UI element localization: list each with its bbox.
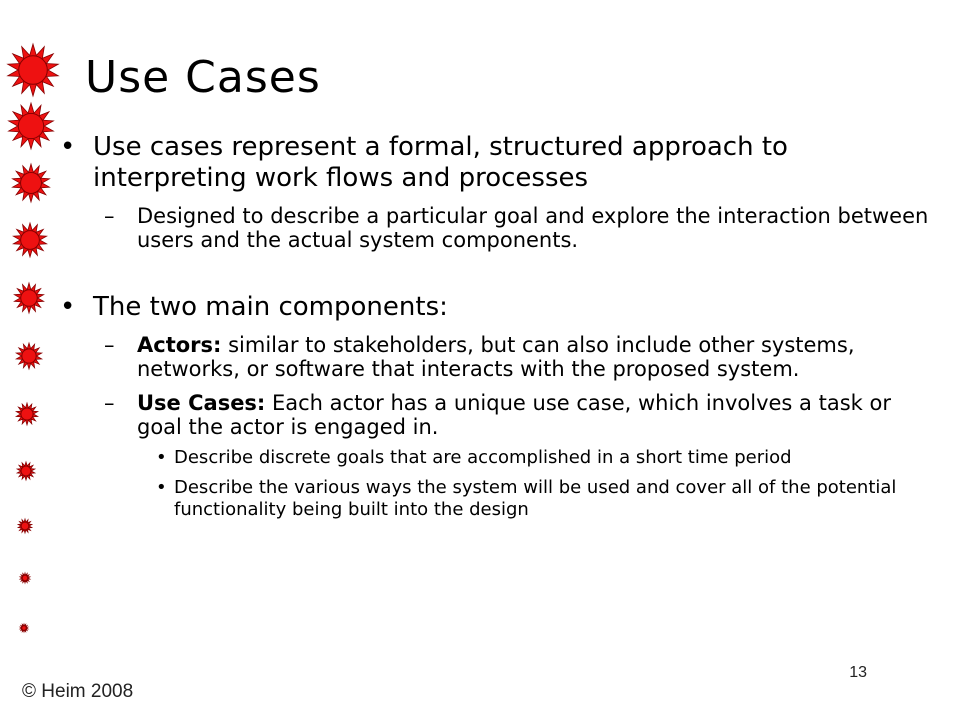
decorative-sun-column xyxy=(6,42,60,634)
term-use-cases: Use Cases: xyxy=(137,391,266,415)
dot-marker: • xyxy=(156,447,167,468)
sun-icon xyxy=(13,281,45,315)
sub-bullet-item: – Designed to describe a particular goal… xyxy=(60,204,940,252)
sub-bullet-item: – Use Cases: Each actor has a unique use… xyxy=(60,391,940,439)
slide-title: Use Cases xyxy=(85,52,321,103)
bullet-marker: • xyxy=(60,132,76,162)
bullet-text: The two main components: xyxy=(93,292,448,322)
sub-sub-bullet-text: Describe discrete goals that are accompl… xyxy=(174,447,792,468)
sub-bullet-text: Designed to describe a particular goal a… xyxy=(137,204,929,252)
sun-icon xyxy=(18,571,32,585)
sun-icon xyxy=(16,517,34,535)
bullet-item: • Use cases represent a formal, structur… xyxy=(60,132,940,194)
sun-icon xyxy=(14,401,40,427)
term-actors: Actors: xyxy=(137,333,222,357)
dot-marker: • xyxy=(156,477,167,498)
sub-bullet-item: – Actors: similar to stakeholders, but c… xyxy=(60,333,940,381)
sun-icon xyxy=(7,101,55,151)
footer-copyright: © Heim 2008 xyxy=(22,681,134,702)
sub-bullet-text: similar to stakeholders, but can also in… xyxy=(137,333,855,381)
sub-sub-bullet-text: Describe the various ways the system wil… xyxy=(174,477,897,520)
sun-icon xyxy=(18,622,30,634)
bullet-item: • The two main components: xyxy=(60,292,940,323)
dash-marker: – xyxy=(104,391,115,415)
sun-icon xyxy=(12,221,48,259)
bullet-text: Use cases represent a formal, structured… xyxy=(93,132,788,193)
sun-icon xyxy=(14,341,44,371)
page-number: 13 xyxy=(849,664,867,681)
bullet-marker: • xyxy=(60,292,76,322)
sun-icon xyxy=(11,162,51,204)
sub-sub-bullet-item: • Describe the various ways the system w… xyxy=(60,477,940,521)
sun-icon xyxy=(15,460,37,482)
dash-marker: – xyxy=(104,204,115,228)
dash-marker: – xyxy=(104,333,115,357)
sun-icon xyxy=(6,42,60,98)
sub-sub-bullet-item: • Describe discrete goals that are accom… xyxy=(60,447,940,469)
sub-bullet-text: Each actor has a unique use case, which … xyxy=(137,391,891,439)
slide-body: • Use cases represent a formal, structur… xyxy=(60,132,940,521)
